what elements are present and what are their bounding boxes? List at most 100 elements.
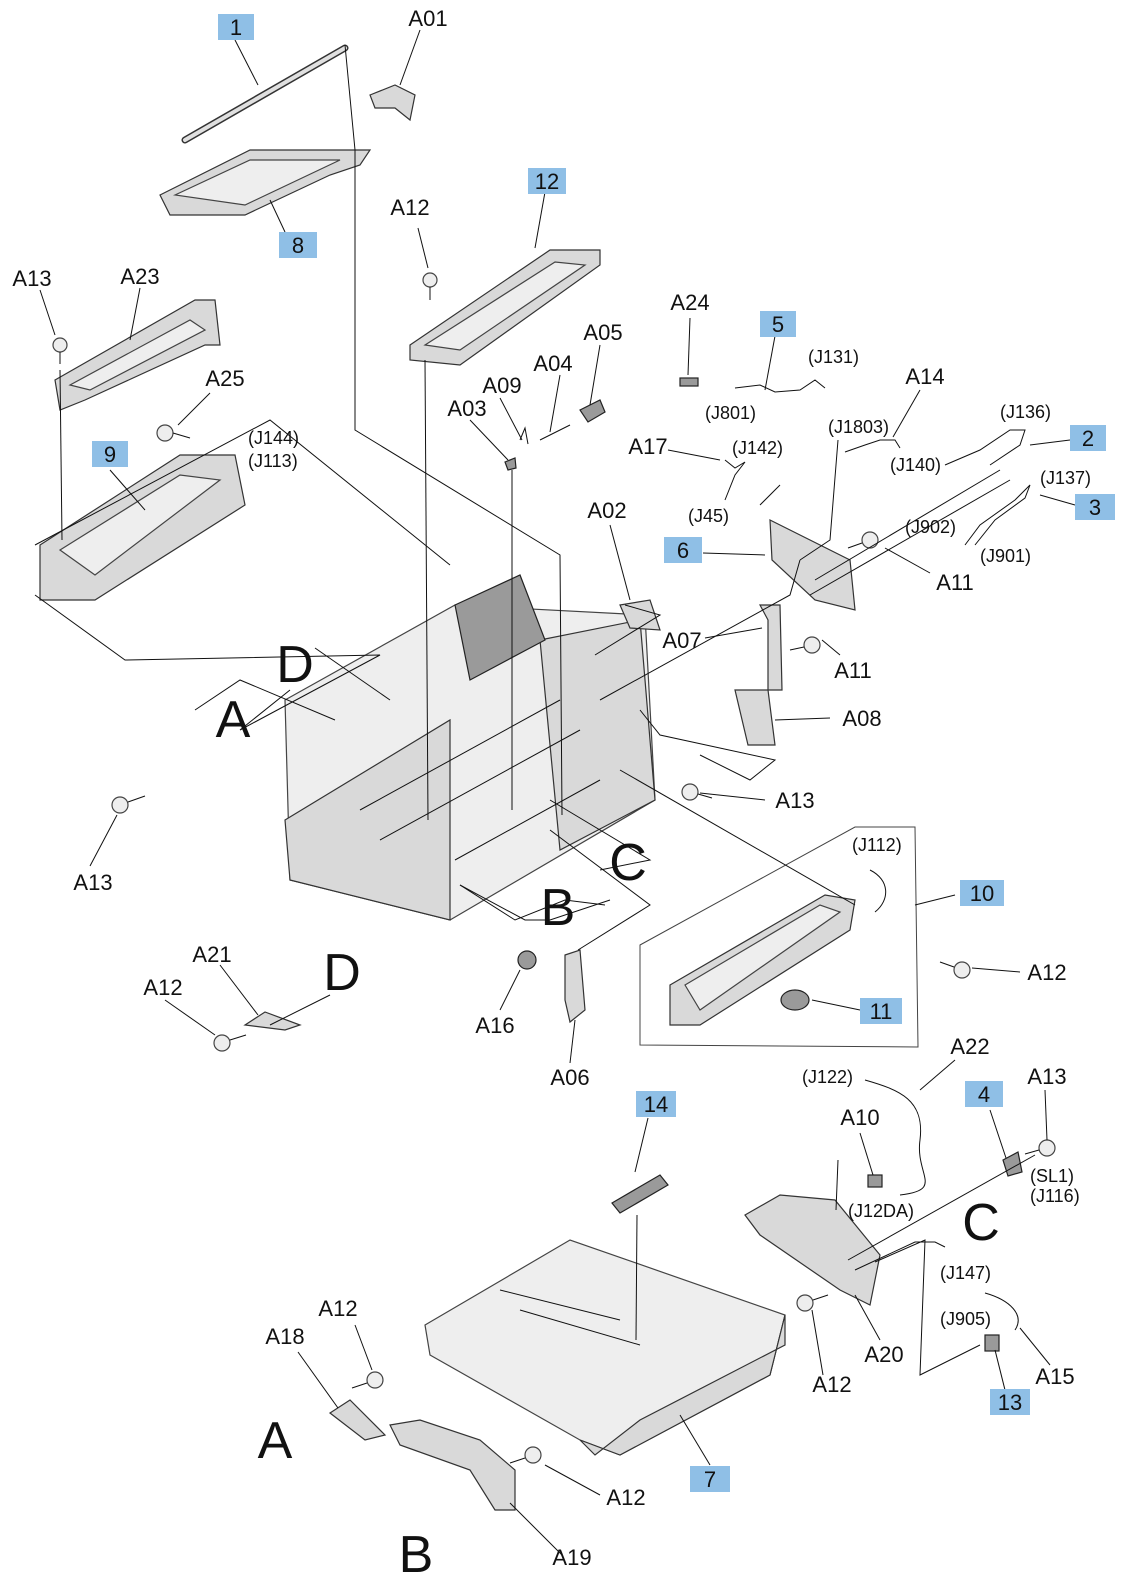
screw-parts [52,272,1056,1464]
label-a16: A16 [475,1013,514,1038]
cable-part-a17 [724,459,746,501]
bracket-part-a06 [564,949,586,1024]
label-a12-fuser: A12 [1027,960,1066,985]
label-a19: A19 [552,1545,591,1570]
label-a05: A05 [583,320,622,345]
label-a03: A03 [447,396,486,421]
section-letter-d-top: D [276,636,314,694]
assembly-part-12 [409,249,601,366]
label-a21: A21 [192,942,231,967]
chip-part-a24 [679,377,699,387]
connector-j122: (J122) [802,1067,853,1087]
clip-part-a03 [504,457,517,471]
connector-j137: (J137) [1040,468,1091,488]
section-letter-a-bottom: A [258,1412,293,1470]
label-a23: A23 [120,264,159,289]
label-a08: A08 [842,706,881,731]
frame-part-a23 [54,299,221,411]
callout-14: 14 [636,1091,676,1117]
connector-j136: (J136) [1000,402,1051,422]
svg-text:11: 11 [870,999,893,1024]
label-a14: A14 [905,364,944,389]
bracket-part-a21 [243,1011,302,1031]
label-a13-topleft: A13 [12,266,51,291]
bracket-part-a02 [619,599,661,631]
connector-j116: (J116) [1030,1186,1080,1206]
section-letter-b-bottom: B [399,1526,434,1584]
connector-j113: (J113) [248,451,298,471]
label-a15: A15 [1035,1364,1074,1389]
circuit-board-part [769,519,856,611]
label-a20: A20 [864,1342,903,1367]
label-a11-mid: A11 [834,658,872,683]
callout-1: 1 [218,14,254,40]
callout-2: 2 [1070,425,1106,451]
label-a12-bottom: A12 [606,1485,645,1510]
callout-8: 8 [279,232,317,258]
callout-3: 3 [1075,494,1115,520]
connector-j142: (J142) [732,438,783,458]
label-a01: A01 [408,6,447,31]
label-a04: A04 [533,351,572,376]
svg-text:2: 2 [1082,426,1094,451]
connector-sl1: (SL1) [1030,1166,1074,1186]
frame-part-a20 [744,1194,881,1306]
lever-part-a04 [539,424,571,441]
callout-10: 10 [960,880,1004,906]
guide-assembly-part [159,149,372,216]
cover-part-a08 [734,689,776,746]
connector-j140: (J140) [890,455,941,475]
callout-4: 4 [965,1081,1003,1107]
label-a18: A18 [265,1324,304,1349]
label-a11-right: A11 [936,570,974,595]
label-a10: A10 [840,1105,879,1130]
connector-j801: (J801) [705,403,756,423]
connector-j144: (J144) [248,428,299,448]
label-a12-left: A12 [143,975,182,1000]
connector-j902: (J902) [905,517,956,537]
connector-j112: (J112) [852,835,902,855]
frame-part-9 [39,454,246,601]
bracket-part [369,84,416,122]
sensor-part-13 [984,1334,1000,1352]
cable-part-3 [964,484,1031,546]
cable-part-a14 [844,439,901,453]
label-a07: A07 [662,628,701,653]
cable-part-a15 [984,1292,1019,1331]
clip-part-a05 [579,399,606,423]
label-a09: A09 [482,373,521,398]
callout-13: 13 [990,1389,1030,1415]
connector-j12da: (J12DA) [848,1201,914,1221]
connector-part-a10 [867,1174,883,1188]
tray-insert-part-14 [611,1174,669,1214]
svg-text:12: 12 [535,169,559,194]
connector-j147: (J147) [940,1263,991,1283]
cable-part-5 [734,379,826,393]
callout-12: 12 [528,168,566,194]
cable-part-a22 [864,1079,926,1196]
svg-text:8: 8 [292,233,304,258]
connector-j45: (J45) [688,506,729,526]
callout-7: 7 [690,1466,730,1492]
main-chassis [284,574,656,921]
label-a17: A17 [628,434,667,459]
label-a02: A02 [587,498,626,523]
section-letter-c-bottom: C [962,1194,1000,1252]
frame-part-a19 [389,1419,516,1511]
svg-text:13: 13 [998,1390,1022,1415]
connector-j901: (J901) [980,546,1031,566]
svg-text:9: 9 [104,442,116,467]
label-a12-a18: A12 [318,1296,357,1321]
section-letter-d-bottom: D [323,944,361,1002]
callout-9: 9 [92,441,128,467]
svg-text:5: 5 [772,312,784,337]
section-letter-c-top: C [609,834,647,892]
svg-text:3: 3 [1089,495,1101,520]
label-a12-top: A12 [390,195,429,220]
leader-lines [34,29,1076,1556]
connector-j1803: (J1803) [828,417,889,437]
svg-text:1: 1 [230,15,242,40]
paper-tray-part [424,1239,786,1456]
label-a22: A22 [950,1034,989,1059]
